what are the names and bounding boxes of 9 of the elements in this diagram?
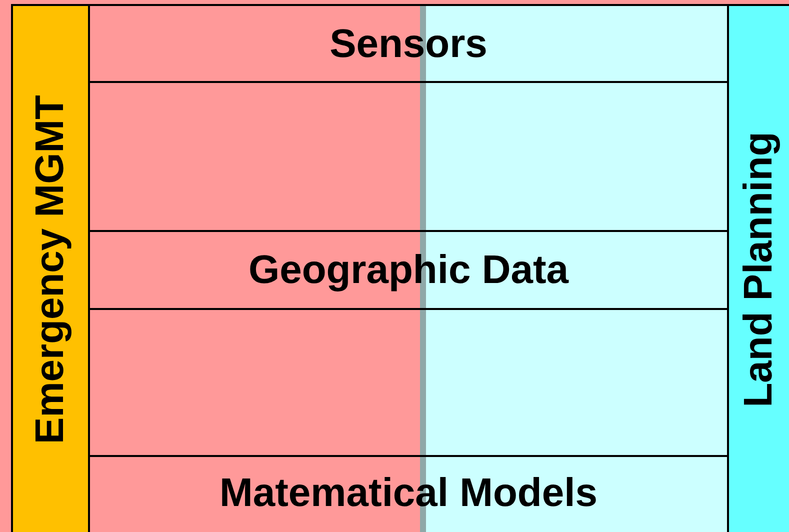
layer-label: Sensors	[330, 22, 488, 67]
layer-label: Matematical Models	[220, 471, 598, 516]
side-label: Emergency MGMT	[28, 94, 73, 444]
empty-band	[88, 81, 729, 232]
empty-band	[88, 308, 729, 457]
side-label: Land Planning	[736, 131, 782, 407]
side-bar	[11, 4, 90, 532]
side-bar	[727, 4, 789, 532]
layer-label: Geographic Data	[248, 248, 569, 292]
